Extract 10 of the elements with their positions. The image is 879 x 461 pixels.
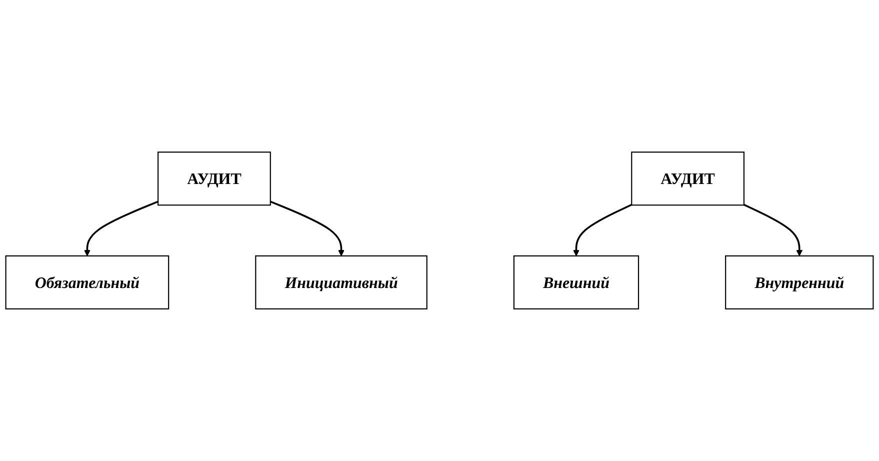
node-box: Инициативный (255, 255, 428, 310)
node-box: АУДИТ (158, 152, 271, 206)
arrow (744, 204, 803, 256)
node-box: АУДИТ (631, 152, 745, 206)
node-box: Внешний (513, 255, 640, 310)
node-box: Внутренний (725, 255, 874, 310)
arrow (84, 200, 158, 256)
arrow (573, 204, 632, 256)
node-box: Обязательный (5, 255, 170, 310)
arrow (270, 200, 344, 256)
